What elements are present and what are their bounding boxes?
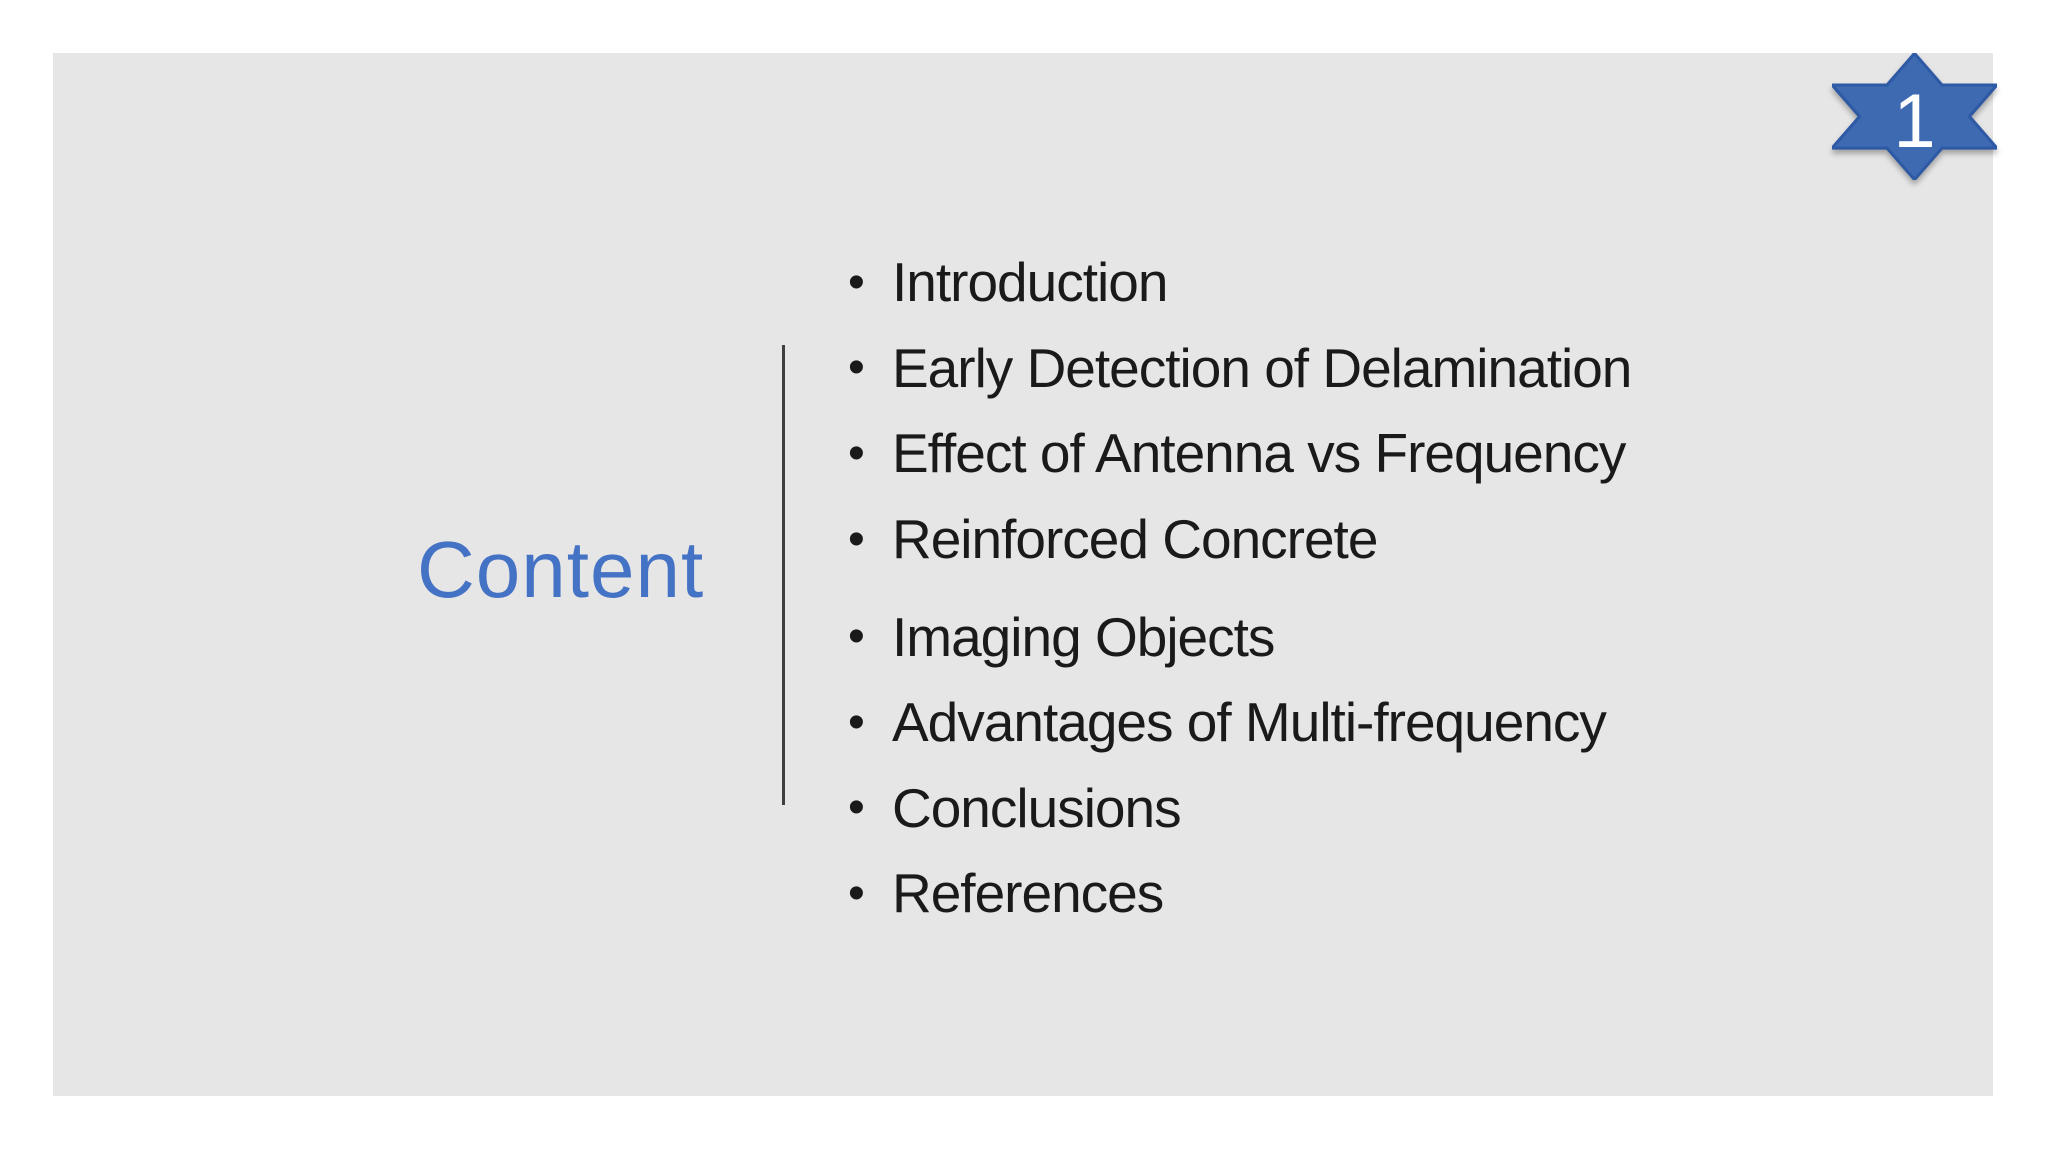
title-divider-line xyxy=(782,345,785,805)
list-item-label: Advantages of Multi-frequency xyxy=(892,691,1607,754)
bullet-icon: • xyxy=(848,781,865,835)
list-item-label: Early Detection of Delamination xyxy=(892,336,1632,399)
bullet-icon: • xyxy=(848,255,865,309)
slide-number-badge: 1 xyxy=(1832,53,1997,180)
list-item-label: Reinforced Concrete xyxy=(892,508,1378,571)
list-item: • Imaging Objects xyxy=(848,594,1631,680)
list-item: • References xyxy=(848,851,1631,937)
list-item: • Early Detection of Delamination xyxy=(848,326,1632,412)
six-point-star-icon xyxy=(1832,53,1997,180)
bullet-icon: • xyxy=(848,610,865,664)
list-item-label: Introduction xyxy=(892,251,1168,314)
content-list: • Introduction • Early Detection of Delamin… xyxy=(848,240,1632,937)
list-item: • Reinforced Concrete xyxy=(848,497,1631,583)
slide-number: 1 xyxy=(1893,78,1936,164)
list-item: • Conclusions xyxy=(848,766,1631,852)
bullet-icon: • xyxy=(848,426,865,480)
slide-canvas: 1 Content • Introduction • Early Detection … xyxy=(53,53,1997,1096)
list-item-label: Conclusions xyxy=(892,776,1182,839)
slide-title: Content xyxy=(417,525,705,614)
bullet-icon: • xyxy=(848,695,865,749)
bullet-icon: • xyxy=(848,512,865,566)
list-item: • Advantages of Multi-frequency xyxy=(848,680,1631,766)
bullet-icon: • xyxy=(848,866,865,920)
bullet-icon: • xyxy=(848,341,865,395)
list-item: • Effect of Antenna vs Frequency xyxy=(848,411,1631,497)
list-item-label: Effect of Antenna vs Frequency xyxy=(892,422,1626,485)
list-item-label: References xyxy=(892,862,1164,925)
list-item: • Introduction xyxy=(848,240,1631,326)
list-item-label: Imaging Objects xyxy=(892,605,1275,668)
